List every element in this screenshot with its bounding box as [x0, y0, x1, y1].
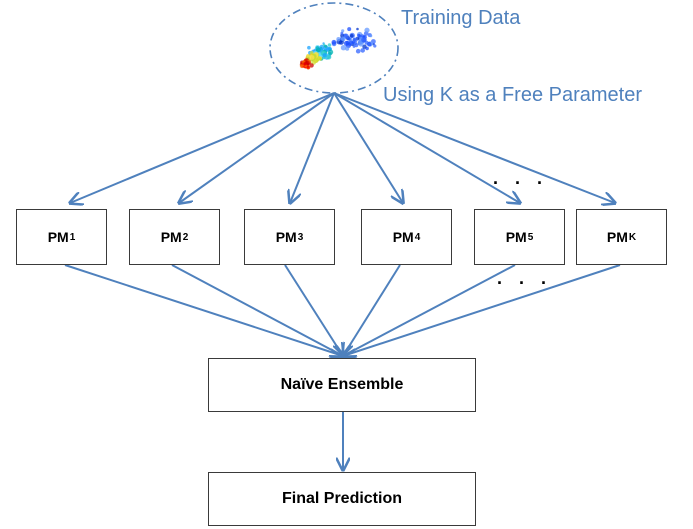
naive-ensemble-label: Naïve Ensemble — [280, 376, 404, 393]
arrow-from-pm-2 — [171, 264, 343, 356]
pm-subscript: 4 — [414, 231, 421, 243]
arrow-to-pm-2 — [179, 92, 335, 203]
scatter-point — [357, 33, 361, 38]
naive-ensemble-box: Naïve Ensemble — [208, 358, 476, 412]
scatter-point — [347, 37, 351, 41]
scatter-point — [340, 45, 347, 51]
training-data-label: Training Data — [401, 7, 521, 29]
scatter-point — [303, 62, 307, 66]
pm-label: PM — [47, 229, 69, 245]
scatter-point — [347, 27, 352, 32]
arrow-from-pm-k — [343, 264, 621, 356]
pm-subscript: 2 — [182, 231, 189, 243]
final-prediction-box: Final Prediction — [208, 472, 476, 526]
scatter-point — [356, 27, 359, 31]
arrow-from-pm-4 — [343, 264, 401, 356]
free-parameter-label: Using K as a Free Parameter — [383, 84, 642, 106]
arrow-from-pm-1 — [64, 264, 343, 356]
scatter-point — [324, 44, 328, 48]
scatter-point — [364, 27, 370, 33]
scatter-point — [331, 39, 337, 45]
arrow-from-pm-3 — [284, 264, 343, 356]
arrow-to-pm-3 — [290, 92, 335, 203]
ellipsis-bottom: . . . — [497, 268, 553, 288]
pm-label: PM — [505, 229, 527, 245]
scatter-point — [340, 31, 344, 35]
ellipsis-top: . . . — [493, 168, 549, 188]
final-prediction-label: Final Prediction — [281, 490, 402, 507]
scatter-point — [340, 36, 346, 42]
arrow-to-pm-1 — [70, 92, 335, 203]
arrow-from-pm-5 — [343, 264, 516, 356]
scatter-point — [327, 43, 332, 47]
scatter-point — [367, 41, 372, 47]
pm-subscript: 1 — [69, 231, 76, 243]
pm-label: PM — [275, 229, 297, 245]
pm-subscript: K — [628, 231, 637, 243]
pm-subscript: 3 — [297, 231, 304, 243]
scatter-point — [355, 48, 361, 54]
scatter-point — [369, 34, 373, 38]
pm-label: PM — [392, 229, 414, 245]
scatter-point — [345, 46, 350, 51]
scatter-point — [306, 65, 310, 69]
arrow-to-pm-4 — [333, 92, 403, 203]
scatter-point — [321, 48, 324, 51]
scatter-point — [309, 55, 315, 60]
scatter-point — [362, 44, 367, 49]
scatter-point — [309, 63, 314, 68]
scatter-point — [343, 40, 349, 46]
scatter-point — [322, 53, 327, 58]
scatter-point — [336, 37, 341, 42]
scatter-point — [306, 54, 310, 58]
arrow-to-pm-k — [333, 92, 615, 203]
pm-label: PM — [606, 229, 628, 245]
scatter-point — [307, 45, 311, 50]
training-data-ellipse — [269, 2, 399, 94]
arrow-to-pm-5 — [333, 92, 520, 203]
scatter-point — [316, 47, 321, 52]
scatter-point — [358, 41, 364, 47]
scatter-point — [352, 37, 358, 43]
scatter-point — [373, 44, 377, 48]
scatter-cluster-icon — [299, 27, 377, 70]
scatter-point — [328, 49, 334, 55]
pm-label: PM — [160, 229, 182, 245]
scatter-point — [361, 37, 367, 43]
scatter-point — [350, 34, 354, 38]
pm-subscript: 5 — [527, 231, 534, 243]
scatter-point — [341, 29, 345, 33]
scatter-point — [360, 48, 366, 53]
scatter-point — [326, 54, 332, 60]
